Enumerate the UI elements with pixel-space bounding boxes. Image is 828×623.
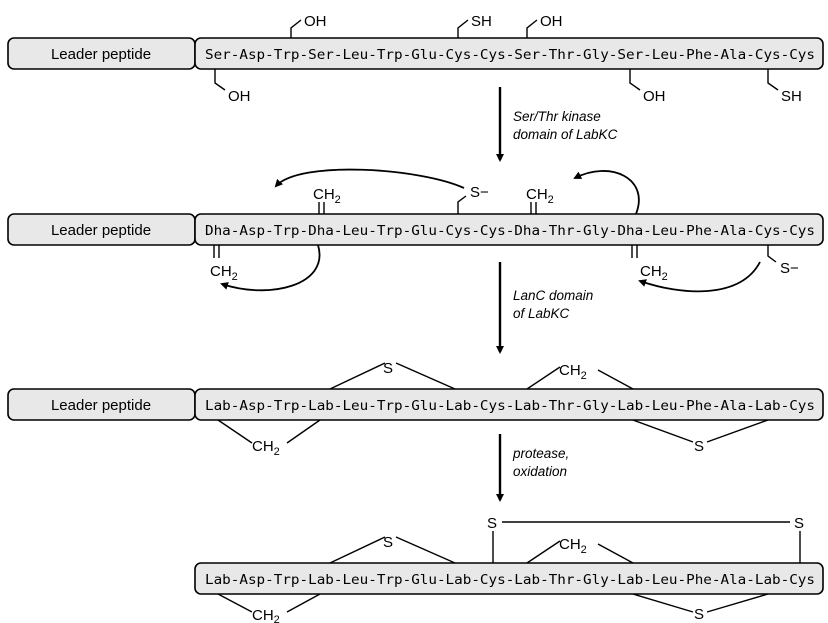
step-label: Ser/Thr kinase: [513, 109, 601, 124]
sulfur-atom: S: [794, 515, 804, 532]
row-4-mature-peptide: Lab-Asp-Trp-Lab-Leu-Trp-Glu-Lab-Cys-Lab-…: [194, 515, 824, 623]
step-label: oxidation: [513, 464, 567, 479]
peptide-sequence: Lab-Asp-Trp-Lab-Leu-Trp-Glu-Lab-Cys-Lab-…: [205, 398, 815, 414]
hydroxyl-group: OH: [540, 13, 563, 30]
attack-arrow: [220, 244, 321, 292]
leader-peptide-label: Leader peptide: [51, 222, 151, 239]
leader-peptide-label: Leader peptide: [51, 46, 151, 63]
row-2-dehydrated: Leader peptide Dha-Asp-Trp-Dha-Leu-Trp-G…: [7, 168, 824, 293]
core-peptide-box: [194, 37, 824, 70]
row-3-cyclized: Leader peptide Lab-Asp-Trp-Lab-Leu-Trp-G…: [7, 360, 824, 458]
sulfur-atom: S: [694, 438, 704, 455]
step-label: protease,: [512, 446, 569, 461]
hydroxyl-group: OH: [228, 88, 251, 105]
thiolate-group: S−: [780, 260, 799, 277]
methylene-group: CH2: [210, 263, 238, 283]
methylene-group: CH2: [526, 186, 554, 206]
methylene-group: CH2: [559, 362, 587, 382]
thiol-group: SH: [781, 88, 802, 105]
sulfur-atom: S: [383, 534, 393, 551]
attack-arrow: [638, 261, 761, 293]
attack-arrow: [573, 170, 640, 215]
thiol-group: SH: [471, 13, 492, 30]
methylene-group: CH2: [559, 536, 587, 556]
sulfur-atom: S: [383, 360, 393, 377]
peptide-sequence: Dha-Asp-Trp-Dha-Leu-Trp-Glu-Cys-Cys-Dha-…: [205, 223, 815, 239]
hydroxyl-group: OH: [643, 88, 666, 105]
peptide-sequence: Lab-Asp-Trp-Lab-Leu-Trp-Glu-Lab-Cys-Lab-…: [205, 572, 815, 588]
step-label: domain of LabKC: [513, 127, 618, 142]
methylene-group: CH2: [252, 438, 280, 458]
leader-peptide-label: Leader peptide: [51, 397, 151, 414]
row-1-precursor: Leader peptide Ser-Asp-Trp-Ser-Leu-Trp-G…: [7, 13, 824, 105]
step-label: of LabKC: [513, 306, 570, 321]
thiolate-group: S−: [470, 184, 489, 201]
methylene-group: CH2: [640, 263, 668, 283]
core-peptide-box: [194, 562, 824, 595]
methylene-group: CH2: [313, 186, 341, 206]
sulfur-atom: S: [694, 606, 704, 623]
peptide-sequence: Ser-Asp-Trp-Ser-Leu-Trp-Glu-Cys-Cys-Ser-…: [205, 47, 815, 63]
hydroxyl-group: OH: [304, 13, 327, 30]
core-peptide-box: [194, 213, 824, 246]
core-peptide-box: [194, 388, 824, 421]
step-label: LanC domain: [513, 288, 593, 303]
attack-arrow: [274, 168, 465, 189]
sulfur-atom: S: [487, 515, 497, 532]
methylene-group: CH2: [252, 607, 280, 623]
